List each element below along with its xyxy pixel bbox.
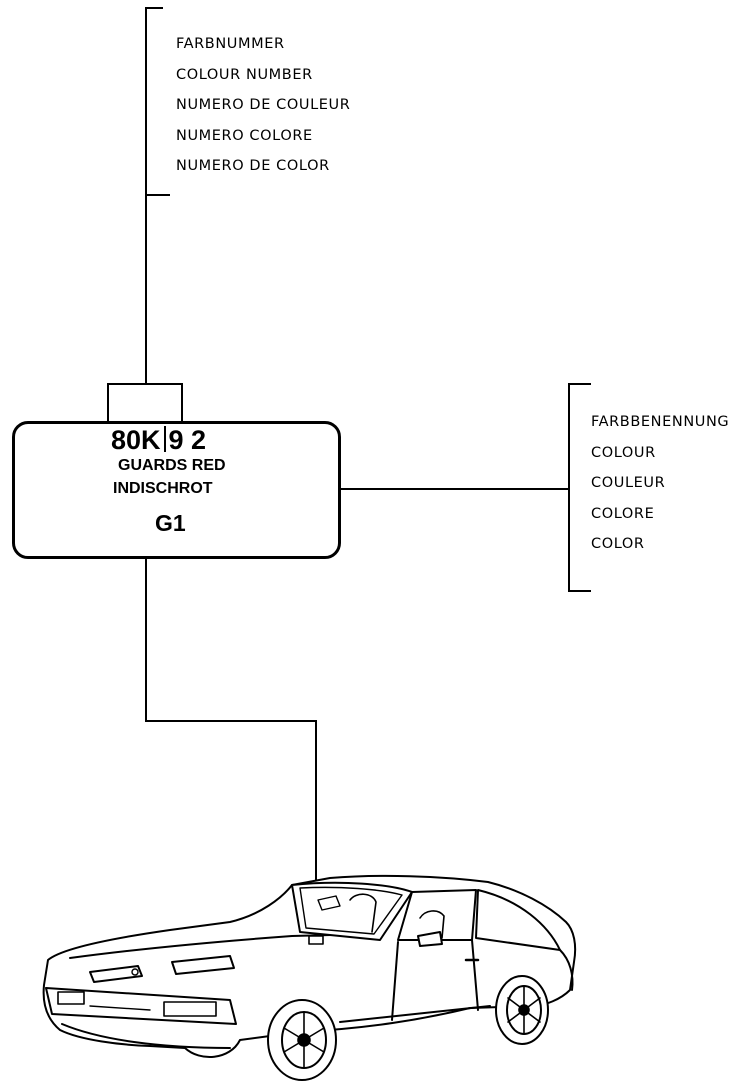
colour-number-label: NUMERO DE COULEUR: [176, 97, 351, 113]
colour-name-label-list: FARBBENENNUNG COLOUR COULEUR COLORE COLO…: [591, 407, 729, 560]
plate-colour-name-de: INDISCHROT: [113, 480, 213, 497]
name-bracket: [568, 383, 591, 592]
plate-code-divider: [163, 426, 166, 452]
plate-colour-name-en: GUARDS RED: [118, 457, 226, 474]
plate-colour-number: 80K: [111, 425, 161, 455]
number-bracket: [145, 7, 170, 196]
colour-number-label: NUMERO DE COLOR: [176, 158, 330, 174]
colour-number-label-list: FARBNUMMER COLOUR NUMBER NUMERO DE COULE…: [176, 29, 350, 182]
plate-colour-group: G1: [155, 510, 186, 536]
colour-name-label: FARBBENENNUNG: [591, 414, 730, 430]
colour-name-label: COLORE: [591, 505, 655, 522]
colour-number-label: FARBNUMMER: [176, 36, 285, 52]
colour-name-label: COLOUR: [591, 444, 656, 461]
colour-name-label: COULEUR: [591, 475, 666, 491]
car-leader: [145, 559, 317, 935]
colour-number-label: COLOUR NUMBER: [176, 66, 313, 83]
colour-number-label: NUMERO COLORE: [176, 127, 313, 144]
plate-code-suffix: 9 2: [168, 425, 207, 455]
colour-name-label: COLOR: [591, 536, 645, 552]
number-marker-box: [107, 383, 183, 423]
car-illustration: [42, 874, 577, 1081]
